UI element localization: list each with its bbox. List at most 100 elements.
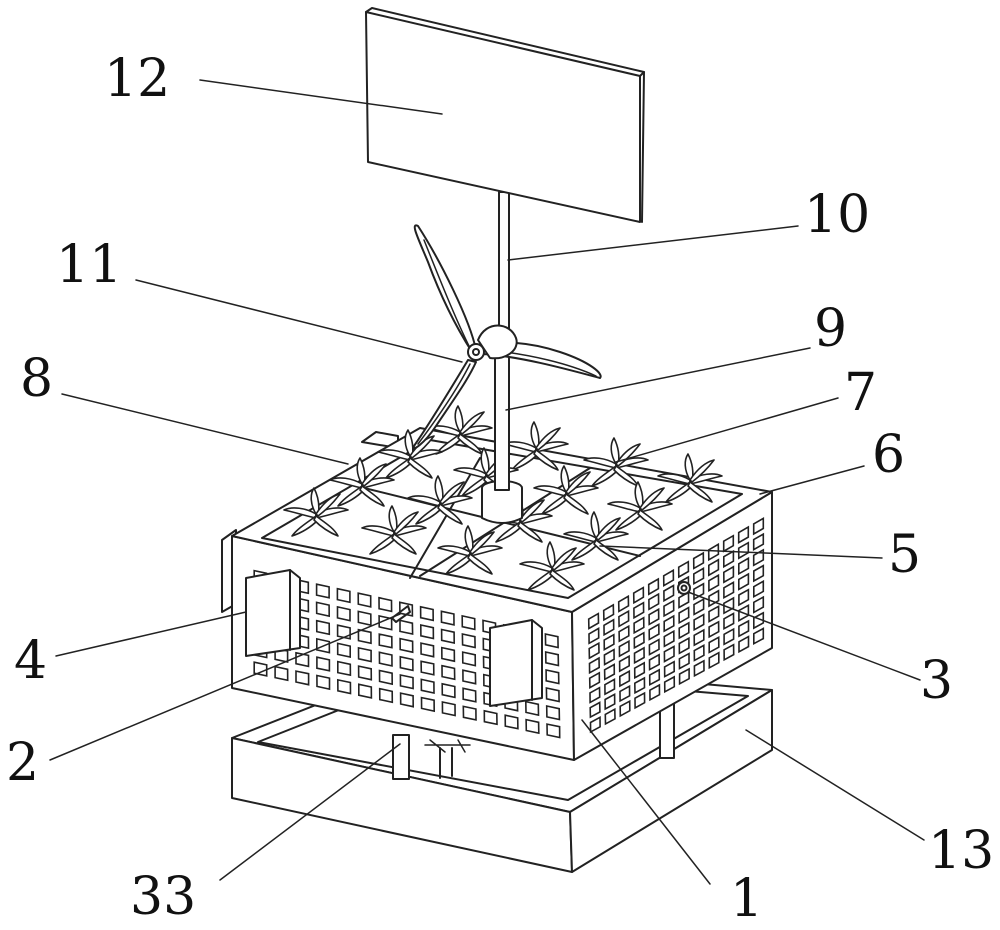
vent-cell	[678, 606, 690, 625]
hub-outer	[467, 343, 485, 361]
sensor-box-right	[489, 619, 543, 707]
plant-leaf	[519, 561, 553, 573]
vent-cell	[752, 611, 765, 630]
vent-cell	[315, 637, 331, 654]
vent-cell	[633, 601, 645, 620]
plant-leaf	[453, 467, 487, 479]
vent-cell	[504, 714, 519, 730]
vent-cell	[419, 605, 435, 622]
leader-6	[759, 465, 865, 495]
vent-cell	[752, 532, 765, 551]
leader-8	[61, 393, 349, 465]
plant	[283, 487, 349, 537]
nozzle-body	[391, 605, 411, 623]
plant-leaf	[595, 517, 621, 541]
plant-leaf	[437, 545, 471, 557]
leader-33	[219, 743, 401, 881]
vent-cell	[678, 621, 690, 640]
vent-cell	[603, 663, 616, 681]
vent-cell	[420, 678, 435, 694]
vent-cell	[632, 586, 645, 605]
vent-cell	[602, 603, 615, 622]
label-4: 4	[14, 631, 47, 691]
back-box	[361, 431, 399, 449]
vent-cell	[708, 589, 720, 608]
plant-leaf	[637, 509, 663, 531]
vent-cell	[708, 573, 720, 592]
vent-cell	[589, 686, 601, 704]
plant-leaf	[369, 533, 397, 555]
vent-cell	[357, 592, 372, 608]
vent-cell	[545, 669, 560, 685]
plant	[657, 453, 723, 503]
vent-cell	[441, 701, 456, 717]
plant-leaf	[549, 569, 575, 591]
vent-cell	[357, 683, 373, 699]
vent-cell	[336, 678, 352, 695]
vent-cell	[315, 583, 330, 599]
vent-cell	[378, 596, 393, 613]
leader-3	[687, 591, 921, 681]
vent-cell	[648, 653, 661, 671]
vent-cell	[545, 705, 561, 721]
vent-cell	[648, 638, 660, 656]
vent-cell	[461, 651, 477, 667]
plant-leaf	[639, 487, 665, 511]
label-11: 11	[56, 235, 122, 295]
vent-cell	[357, 610, 372, 627]
vent-cell	[546, 723, 561, 739]
vent-cell	[336, 624, 351, 640]
vent-cell	[633, 631, 645, 650]
vent-cell	[545, 687, 560, 703]
vent-cell	[398, 601, 414, 617]
plant-leaf	[533, 485, 567, 497]
panel-face	[365, 11, 641, 223]
label-12: 12	[104, 49, 170, 109]
vent-cell	[295, 670, 310, 686]
plant	[329, 457, 395, 507]
support-leg-front	[392, 734, 410, 780]
vent-cell	[723, 581, 735, 600]
leader-7	[615, 397, 839, 463]
vent-cell	[589, 715, 601, 734]
vent-cell	[648, 607, 660, 626]
vent-cell	[752, 595, 765, 614]
vent-cell	[737, 572, 750, 591]
vent-cell	[692, 551, 705, 570]
plant-leaf	[689, 459, 715, 483]
vent-cell	[693, 613, 705, 632]
vent-cell	[604, 707, 616, 726]
valve-inner	[680, 584, 688, 592]
vent-cell	[461, 614, 476, 631]
vent-cell	[722, 565, 735, 584]
vent-cell	[441, 664, 456, 681]
vent-cell	[723, 627, 735, 646]
vent-cell	[648, 592, 660, 611]
vent-cell	[336, 660, 352, 677]
vent-cell	[633, 616, 645, 635]
plant-leaf	[359, 485, 385, 507]
vent-cell	[420, 660, 435, 676]
vent-cell	[647, 577, 660, 596]
vent-cell	[678, 636, 690, 655]
plant-leaf	[445, 553, 473, 575]
vent-cell	[587, 612, 600, 630]
vent-cell	[678, 652, 690, 670]
vent-cell	[589, 701, 601, 719]
plant-leaf	[337, 485, 365, 507]
vent-cell	[544, 651, 560, 667]
vent-cell	[708, 620, 720, 639]
vent-cell	[462, 687, 477, 703]
vent-cell	[316, 674, 331, 691]
vent-cell	[722, 534, 735, 553]
vent-cell	[336, 605, 351, 622]
vent-cell	[693, 582, 705, 601]
vent-cell	[618, 609, 630, 628]
vent-cell	[693, 659, 705, 678]
valve-outer	[677, 581, 691, 595]
label-8: 8	[20, 349, 53, 409]
vent-cell	[440, 628, 456, 644]
leader-10	[507, 225, 799, 261]
plant-leaf	[361, 463, 387, 487]
